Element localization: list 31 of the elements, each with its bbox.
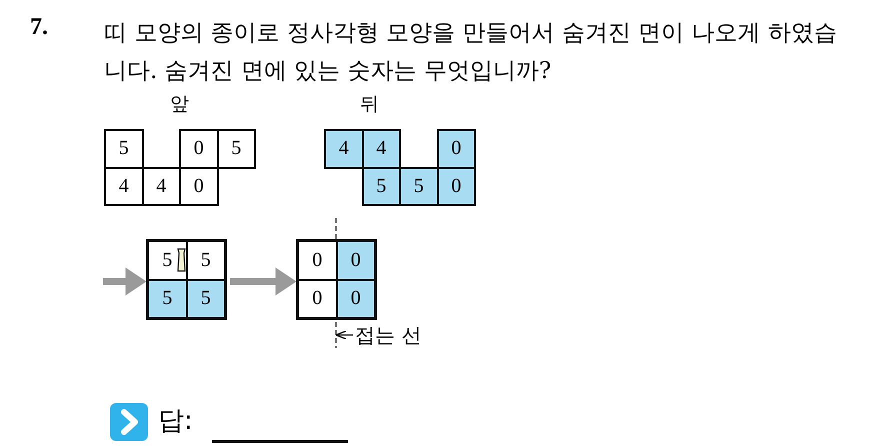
number-cell: 0	[297, 278, 338, 319]
figure-heading: 뒤	[360, 92, 379, 116]
number-cell: 0	[336, 278, 376, 319]
number-cell: 5	[147, 278, 188, 319]
figure-heading: 앞	[170, 92, 189, 116]
arrow	[230, 268, 296, 296]
number-cell: 5	[399, 166, 438, 206]
number-cell: 5	[216, 129, 256, 168]
question-number: 7.	[30, 14, 48, 41]
number-cell: 0	[436, 129, 476, 168]
number-cell: 4	[104, 166, 144, 206]
number-cell: 5	[186, 240, 226, 280]
number-cell: 0	[336, 240, 376, 280]
question-text: 띠 모양의 종이로 정사각형 모양을 만들어서 숨겨진 면이 나오게 하였습니다. 숨겨진 면에 있는 숫자는 무엇입니까?	[104, 19, 838, 86]
square-grid	[147, 240, 226, 319]
number-cell: 0	[179, 129, 218, 168]
number-cell: 5	[186, 278, 226, 319]
number-cell: 0	[179, 166, 218, 206]
answer-label: 답:	[158, 405, 193, 438]
number-cell: 5	[147, 240, 188, 280]
arrow	[103, 268, 146, 296]
fold-line-label: 접는 선	[355, 322, 422, 348]
number-cell: 4	[142, 166, 181, 206]
number-cell: 5	[104, 129, 144, 168]
number-cell: 4	[362, 129, 401, 168]
square-grid	[297, 240, 376, 319]
number-cell: 0	[436, 166, 476, 206]
number-cell: 0	[297, 240, 338, 280]
number-cell: 4	[324, 129, 364, 168]
leader-arrow	[335, 330, 353, 340]
number-cell: 5	[362, 166, 401, 206]
